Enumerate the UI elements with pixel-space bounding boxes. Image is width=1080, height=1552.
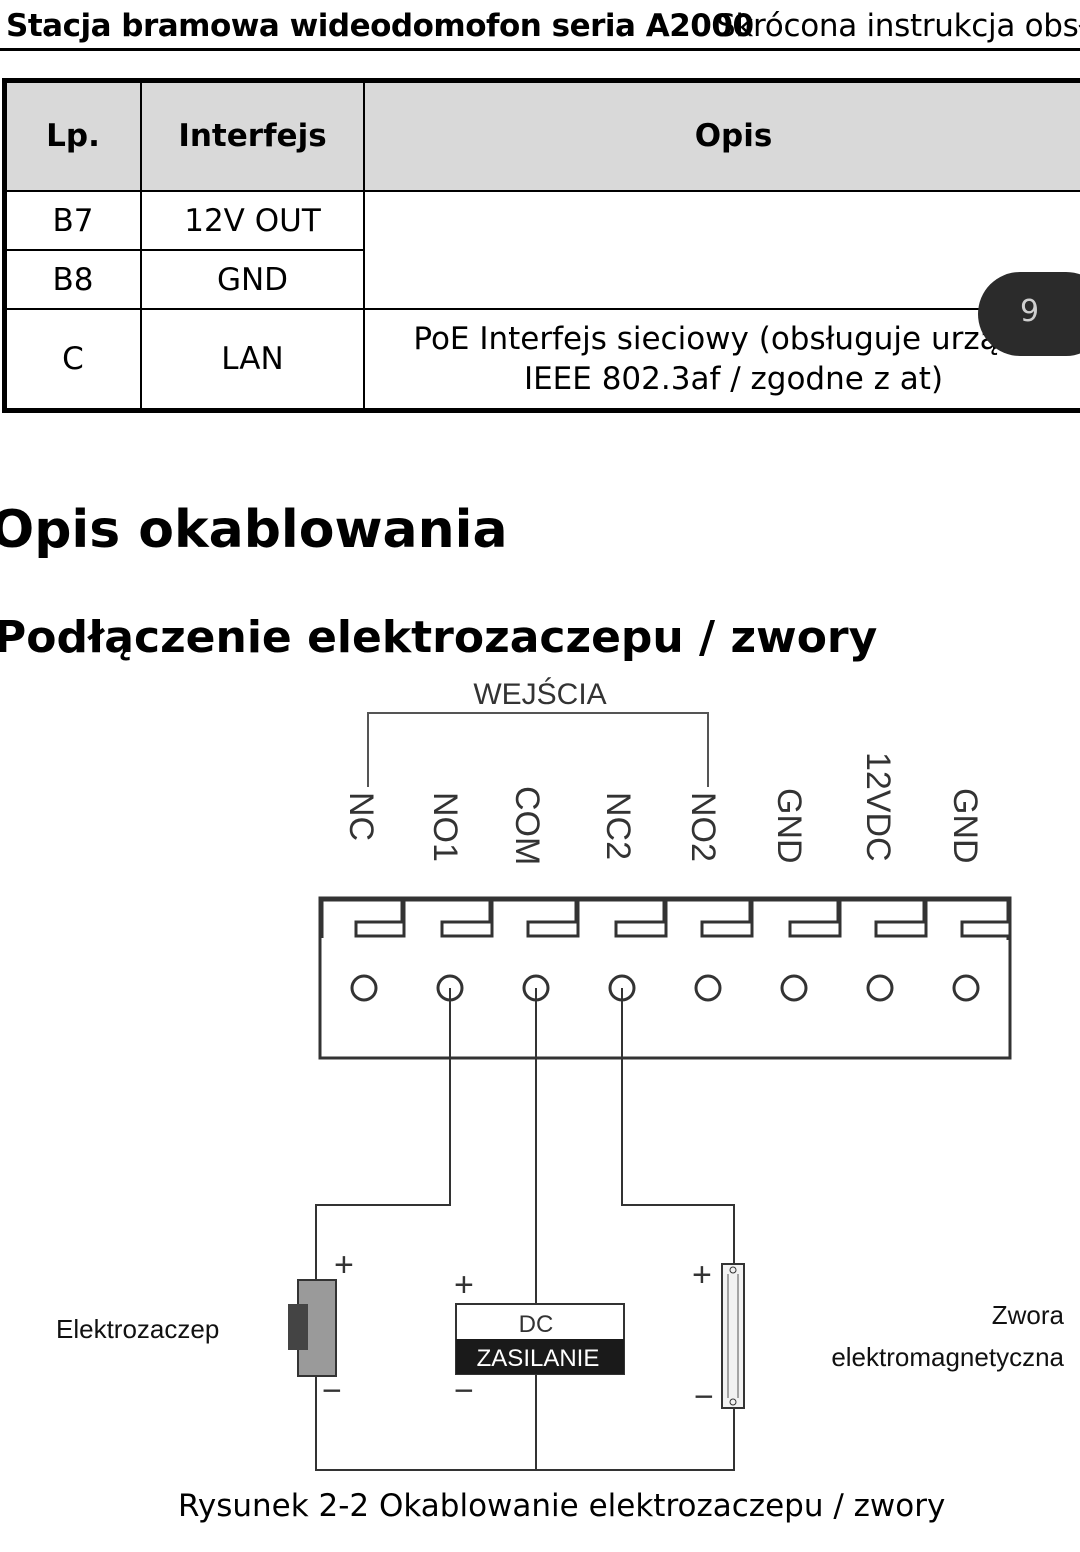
- terminal-block-body: [318, 896, 1012, 1060]
- cell-lp: B8: [4, 249, 142, 310]
- col-header-interface: Interfejs: [140, 80, 365, 192]
- page-header: Stacja bramowa wideodomofon seria A2000 …: [0, 0, 1080, 52]
- terminal-block: [318, 896, 1012, 1060]
- desc-line: IEEE 802.3af / zgodne z at): [523, 361, 944, 397]
- magnet-minus: −: [694, 1378, 714, 1416]
- terminal-label: GND: [946, 788, 984, 864]
- terminal-label: 12VDC: [859, 752, 897, 862]
- cell-interface: LAN: [140, 308, 365, 410]
- magnet-label-line2: elektromagnetyczna: [831, 1342, 1064, 1372]
- col-header-lp: Lp.: [4, 80, 142, 192]
- table-row: B7 12V OUT: [4, 190, 1080, 310]
- cell-interface: GND: [140, 249, 365, 310]
- terminal-label: NC2: [599, 792, 637, 860]
- power-plus: +: [454, 1266, 474, 1304]
- wire-nc2-magnet: [621, 988, 735, 1265]
- cell-interface: 12V OUT: [140, 190, 365, 251]
- lock-minus: −: [322, 1372, 342, 1410]
- magnetic-lock: [721, 1263, 745, 1409]
- cell-desc: PoE Interfejs sieciowy (obsługuje urządz…: [363, 308, 1080, 410]
- magnet-label-line1: Zwora: [992, 1300, 1065, 1330]
- magnet-plus: +: [692, 1256, 712, 1294]
- power-minus: −: [454, 1372, 474, 1410]
- terminal-screws: [350, 974, 980, 1002]
- wires: [315, 988, 735, 1471]
- page-number-badge[interactable]: 9: [978, 272, 1080, 356]
- terminal-label: COM: [508, 786, 546, 865]
- cell-desc: [363, 190, 1080, 310]
- terminal-screw: [780, 974, 808, 1002]
- header-subtitle: Skrócona instrukcja obsłu: [716, 8, 1080, 44]
- terminal-screw: [694, 974, 722, 1002]
- header-title: Stacja bramowa wideodomofon seria A2000: [6, 8, 754, 44]
- header-rule: [0, 48, 1080, 51]
- table-header-row: Lp. Interfejs Opis: [4, 80, 1080, 192]
- strike-latch: [288, 1304, 308, 1350]
- terminal-label: NO1: [426, 792, 464, 862]
- magnet-screw: [729, 1266, 737, 1274]
- power-label-bar: [456, 1339, 624, 1374]
- col-header-desc: Opis: [363, 80, 1080, 192]
- terminal-label: NO2: [684, 792, 722, 862]
- power-supply: [455, 1303, 625, 1375]
- section-title: Opis okablowania: [0, 500, 508, 560]
- lock-label: Elektrozaczep: [56, 1314, 219, 1344]
- table-row: C LAN PoE Interfejs sieciowy (obsługuje …: [4, 308, 1080, 410]
- inputs-label: WEJŚCIA: [473, 677, 606, 711]
- power-label-dc: DC: [519, 1311, 554, 1338]
- terminal-screw: [350, 974, 378, 1002]
- power-label-zasilanie: ZASILANIE: [477, 1345, 600, 1372]
- cell-lp: B7: [4, 190, 142, 251]
- terminal-label: GND: [770, 788, 808, 864]
- magnet-screw: [729, 1398, 737, 1406]
- terminal-screw: [866, 974, 894, 1002]
- subsection-title: Podłączenie elektrozaczepu / zwory: [0, 612, 878, 663]
- magnet-body: [721, 1263, 745, 1409]
- figure-caption: Rysunek 2-2 Okablowanie elektrozaczepu /…: [178, 1488, 946, 1524]
- desc-line: PoE Interfejs sieciowy (obsługuje urządz…: [413, 321, 1054, 357]
- wiring-diagram: WEJŚCIA NC NO1 COM NC2 NO2 GND 12VDC GND: [56, 677, 1065, 1471]
- terminal-screw: [952, 974, 980, 1002]
- lock-plus: +: [334, 1246, 354, 1284]
- electric-strike: [288, 1279, 337, 1377]
- interface-table: Lp. Interfejs Opis B7 12V OUT B8 GND C L…: [4, 80, 1080, 410]
- terminal-clamps: [320, 898, 1010, 940]
- page-number: 9: [1020, 294, 1040, 329]
- wire-no1-lock: [315, 988, 735, 1471]
- terminal-label: NC: [342, 792, 380, 841]
- table-row: B8 GND: [4, 249, 1080, 310]
- cell-lp: C: [4, 308, 142, 410]
- inputs-bracket: [367, 712, 709, 787]
